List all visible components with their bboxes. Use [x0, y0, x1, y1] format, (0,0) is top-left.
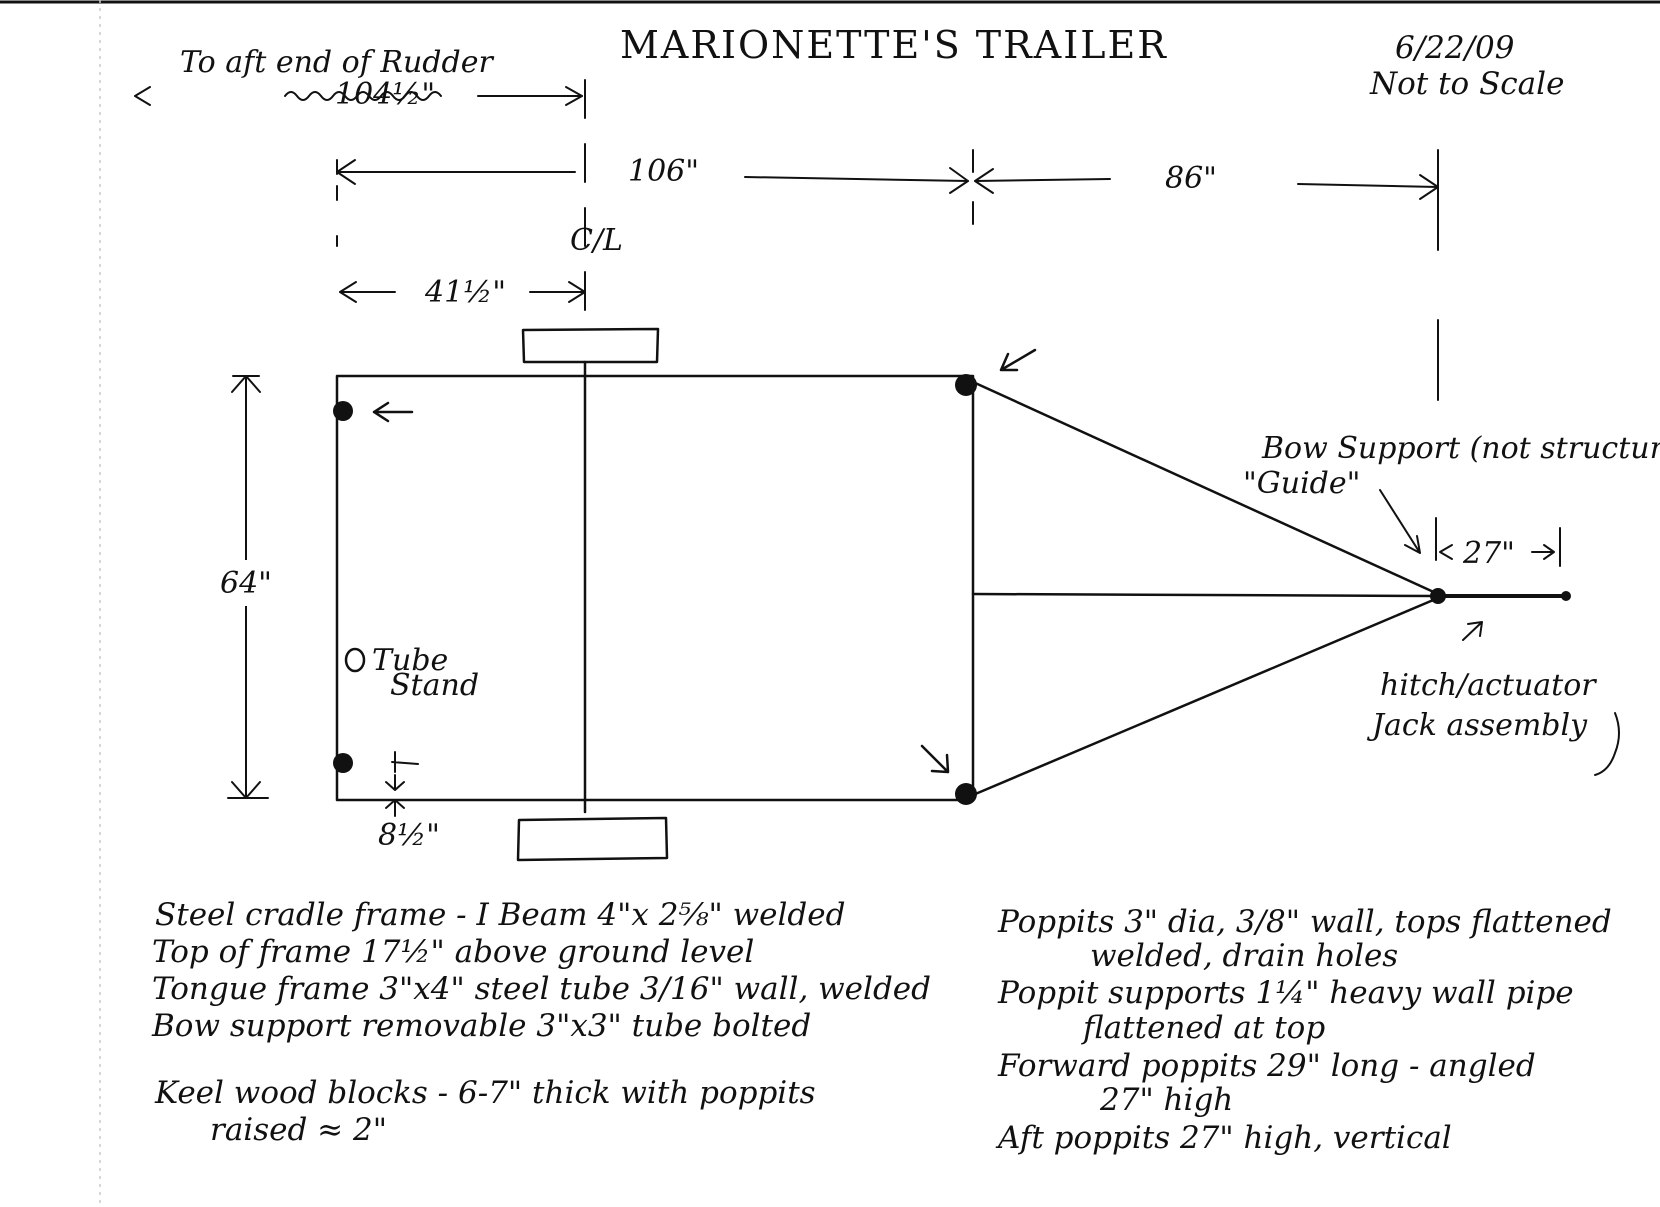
frame-width-arrow-top — [231, 375, 261, 393]
bow-support-end — [1561, 591, 1571, 601]
note-right-1: Poppits 3" dia, 3/8" wall, tops flattene… — [997, 904, 1612, 940]
tube-stand-icon — [344, 647, 366, 673]
note-right-7: Aft poppits 27" high, vertical — [995, 1120, 1452, 1156]
tongue-length-line-left — [974, 178, 1111, 182]
note-left-6: raised ≈ 2" — [210, 1112, 387, 1148]
note-right-3: Poppit supports 1¼" heavy wall pipe — [997, 975, 1574, 1011]
bow-extension-arrow-left — [1439, 544, 1453, 560]
hitch-label-1: hitch/actuator — [1380, 668, 1597, 703]
poppit-pointer-fwd-lower — [920, 744, 950, 774]
poppit-fwd-lower — [955, 783, 977, 805]
tongue-length-arrow-left — [974, 168, 994, 194]
frame-width-arrow-bottom — [227, 781, 269, 799]
poppit-aft-upper — [333, 401, 353, 421]
cl-offset-arrow-left — [339, 281, 357, 303]
cl-offset-dim: 41½" — [424, 275, 506, 310]
aft-to-cl-dim: 104½" — [335, 77, 435, 112]
cradle-frame — [335, 374, 975, 802]
aft-direction-arrow — [134, 86, 442, 106]
tube-stand-label-2: Stand — [390, 668, 479, 703]
scale-note: Not to Scale — [1369, 66, 1564, 102]
drawing-date: 6/22/09 — [1395, 30, 1515, 66]
frame-width-gap — [218, 560, 278, 606]
bow-support-pointer — [1379, 489, 1421, 554]
hitch-brace — [1594, 712, 1620, 776]
guide-label: "Guide" — [1243, 466, 1360, 501]
cl-offset-arrow-right — [568, 281, 586, 303]
bow-extension-dim: 27" — [1462, 536, 1515, 571]
note-right-6: 27" high — [1099, 1082, 1233, 1118]
hitch-label-2: Jack assembly — [1366, 708, 1588, 743]
note-left-4: Bow support removable 3"x3" tube bolted — [151, 1008, 811, 1044]
poppit-inset-marker — [385, 751, 419, 791]
bow-extension-arrow-right — [1531, 544, 1555, 560]
poppit-pointer-fwd-upper — [999, 348, 1037, 372]
bow-support-label: Bow Support (not structural) — [1261, 431, 1660, 466]
note-left-5: Keel wood blocks - 6-7" thick with poppi… — [154, 1075, 816, 1111]
tongue-lower — [971, 596, 1440, 797]
frame-width-dim: 64" — [220, 566, 272, 601]
tongue-upper — [971, 380, 1440, 596]
poppit-fwd-upper — [955, 374, 977, 396]
notes-left: Steel cradle frame - I Beam 4"x 2⅝" weld… — [151, 897, 931, 1148]
tube-stand-label-1: Tube — [372, 643, 448, 678]
hitch-point — [1430, 588, 1446, 604]
note-left-3: Tongue frame 3"x4" steel tube 3/16" wall… — [152, 971, 931, 1007]
tongue-center — [971, 592, 1440, 598]
hitch-pointer — [1462, 621, 1483, 641]
poppit-aft-lower — [333, 753, 353, 773]
centerline-label: C/L — [570, 223, 623, 258]
poppit-inset-dim: 8½" — [378, 818, 440, 853]
poppit-pointer-aft-upper — [372, 401, 414, 423]
frame-length-arrow-right — [949, 167, 969, 194]
aft-to-cl-arrowhead — [565, 86, 583, 106]
frame-length-line-right — [744, 176, 969, 182]
frame-length-dim: 106" — [628, 154, 699, 189]
note-left-1: Steel cradle frame - I Beam 4"x 2⅝" weld… — [155, 897, 845, 933]
aft-end-note: To aft end of Rudder — [180, 45, 494, 80]
note-right-2: welded, drain holes — [1090, 938, 1398, 974]
tongue-length-line-right — [1297, 183, 1439, 188]
note-right-4: flattened at top — [1081, 1010, 1325, 1046]
wheel-top — [521, 327, 660, 364]
drawing-title: MARIONETTE'S TRAILER — [620, 23, 1168, 67]
notes-right: Poppits 3" dia, 3/8" wall, tops flattene… — [995, 904, 1612, 1156]
note-right-5: Forward poppits 29" long - angled — [997, 1048, 1536, 1084]
note-left-2: Top of frame 17½" above ground level — [152, 934, 754, 970]
tongue-length-dim: 86" — [1165, 161, 1217, 196]
poppit-inset-arrow — [385, 799, 405, 817]
wheel-bottom — [516, 816, 669, 862]
